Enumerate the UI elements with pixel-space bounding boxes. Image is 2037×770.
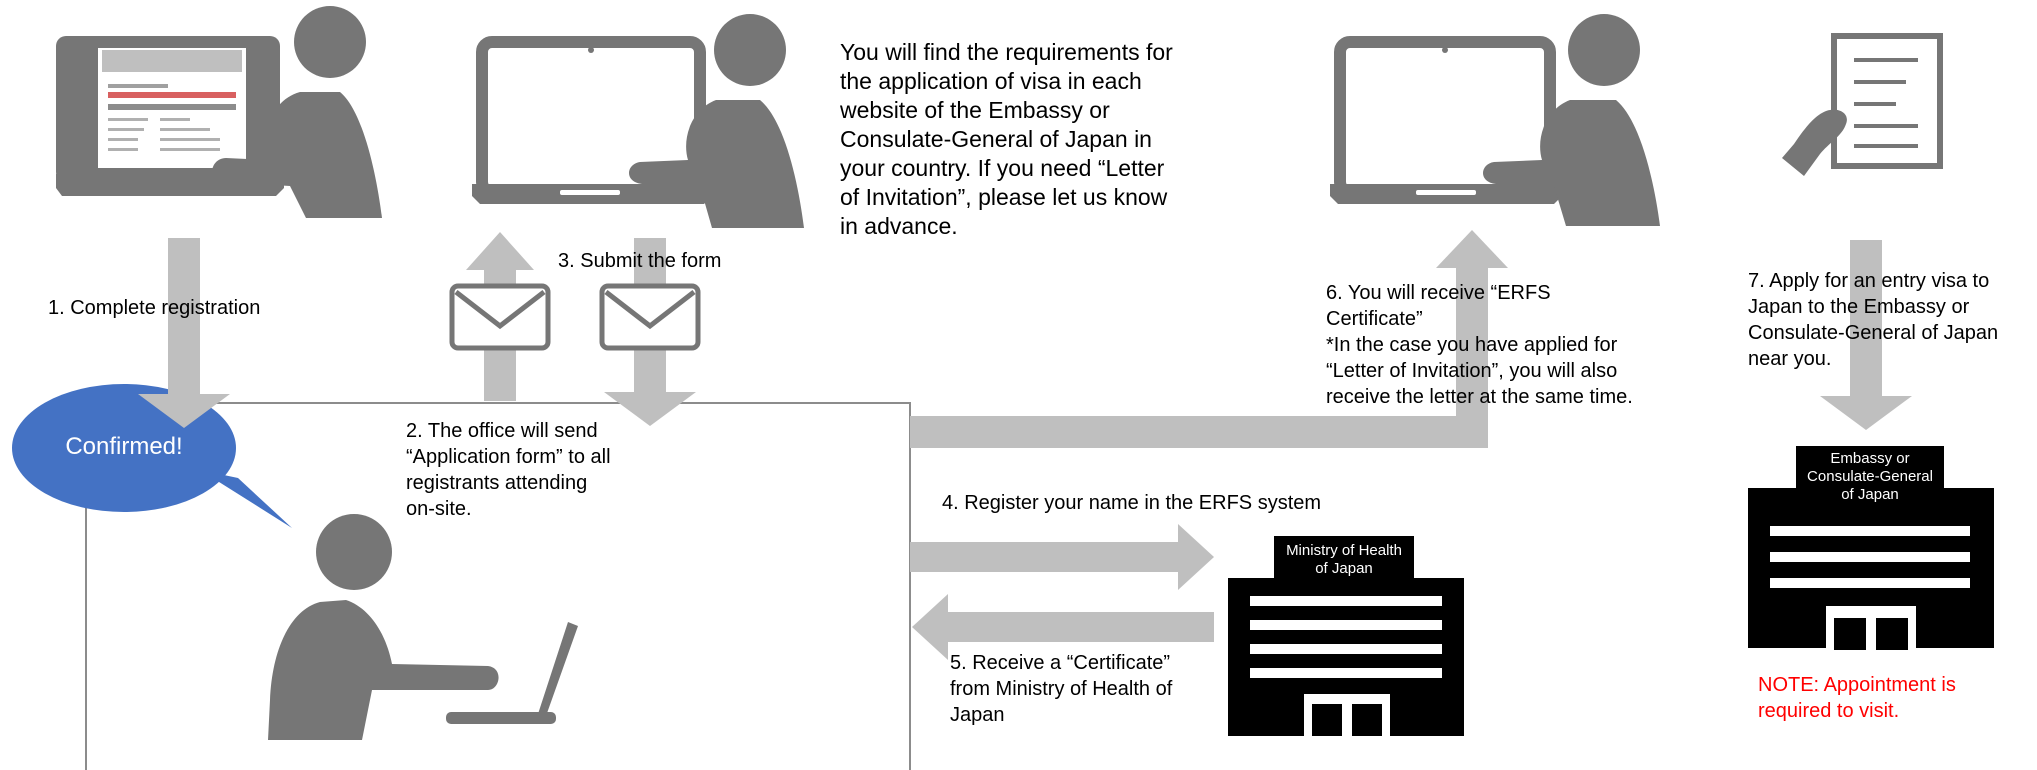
step3-line: 3. Submit the form	[558, 250, 722, 272]
intro-line: Consulate-General of Japan in	[840, 126, 1152, 152]
envelope-icon	[449, 283, 551, 351]
intro-line: your country. If you need “Letter	[840, 155, 1165, 181]
intro-line: in advance.	[840, 213, 958, 239]
ministry-label-line: Ministry of Health	[1286, 542, 1402, 559]
person-icon	[268, 514, 499, 740]
step4-label: 4. Register your name in the ERFS system	[942, 490, 1321, 516]
ministry-label: Ministry of Health of Japan	[1274, 542, 1414, 578]
step5-label: 5. Receive a “Certificate” from Ministry…	[950, 650, 1172, 728]
step2-line: “Application form” to all	[406, 446, 611, 468]
step6-line: “Letter of Invitation”, you will also	[1326, 360, 1618, 382]
arrow-step6	[910, 230, 1508, 448]
embassy-label-line: of Japan	[1841, 486, 1899, 503]
arrow-step4-right	[910, 524, 1214, 590]
appointment-note: NOTE: Appointment is required to visit.	[1758, 672, 1956, 724]
note-line: NOTE: Appointment is	[1758, 674, 1956, 696]
step6-line: 6. You will receive “ERFS	[1326, 282, 1551, 304]
step5-line: from Ministry of Health of	[950, 678, 1173, 700]
step5-line: 5. Receive a “Certificate”	[950, 652, 1171, 674]
intro-line: You will find the requirements for	[840, 39, 1173, 65]
step1-line: 1. Complete registration	[48, 297, 261, 319]
step2-line: 2. The office will send	[406, 420, 598, 442]
intro-line: the application of visa in each	[840, 68, 1142, 94]
embassy-label: Embassy or Consulate-General of Japan	[1790, 450, 1950, 504]
step1-label: 1. Complete registration	[48, 295, 260, 321]
embassy-label-line: Consulate-General	[1807, 468, 1933, 485]
step7-line: near you.	[1748, 348, 1832, 370]
step6-line: Certificate”	[1326, 308, 1423, 330]
building-icon	[1228, 536, 1464, 738]
step4-line: 4. Register your name in the ERFS system	[942, 492, 1322, 514]
step2-line: on-site.	[406, 498, 472, 520]
laptop-with-form-icon	[56, 36, 284, 196]
step3-label: 3. Submit the form	[558, 248, 721, 274]
step5-line: Japan	[950, 704, 1005, 726]
bubble-label: Confirmed!	[65, 433, 183, 460]
document-in-hand-icon	[1782, 33, 1943, 176]
intro-text: You will find the requirements for the a…	[840, 38, 1173, 241]
envelope-icon	[599, 283, 701, 351]
person-icon	[629, 14, 804, 228]
person-icon	[212, 6, 382, 218]
step6-line: receive the letter at the same time.	[1326, 386, 1633, 408]
step6-label: 6. You will receive “ERFS Certificate” *…	[1326, 280, 1633, 410]
step7-line: 7. Apply for an entry visa to	[1748, 270, 1990, 292]
intro-line: website of the Embassy or	[840, 97, 1110, 123]
intro-line: of Invitation”, please let us know	[840, 184, 1168, 210]
arrow-step5-left	[912, 594, 1214, 660]
step2-label: 2. The office will send “Application for…	[406, 418, 611, 522]
step6-line: *In the case you have applied for	[1326, 334, 1618, 356]
registration-box	[85, 402, 911, 770]
step7-label: 7. Apply for an entry visa to Japan to t…	[1748, 268, 1998, 372]
embassy-label-line: Embassy or	[1830, 450, 1910, 467]
note-line: required to visit.	[1758, 700, 1900, 722]
laptop-icon	[446, 622, 578, 724]
arrow-step7-down	[1820, 240, 1912, 430]
person-icon	[1483, 14, 1660, 226]
building-icon	[1748, 446, 1994, 650]
step7-line: Japan to the Embassy or	[1748, 296, 1970, 318]
step2-line: registrants attending	[406, 472, 588, 494]
ministry-label-line: of Japan	[1315, 560, 1373, 577]
step7-line: Consulate-General of Japan	[1748, 322, 1999, 344]
arrow-step1-down	[138, 238, 230, 428]
